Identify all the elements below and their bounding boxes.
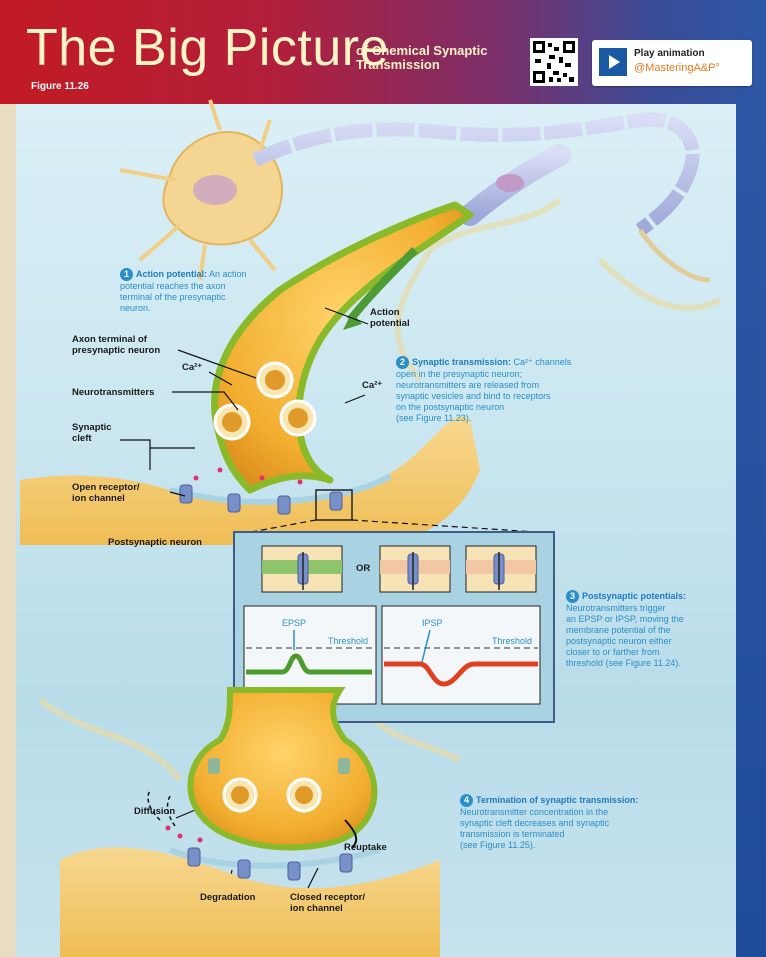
step-3-line-6: threshold (see Figure 11.24). (566, 658, 681, 668)
step-2-line-3: neurotransmitters are released from (396, 380, 539, 390)
step-3-line-3: membrane potential of the (566, 625, 671, 635)
label-threshold-epsp: Threshold (328, 636, 368, 646)
step-1-title: Action potential: (136, 269, 207, 279)
label-threshold-ipsp: Threshold (492, 636, 532, 646)
label-axon-terminal: Axon terminal of presynaptic neuron (72, 334, 160, 356)
step-4-line-3: transmission is terminated (460, 829, 565, 839)
step-2-line-6: (see Figure 11.23). (396, 413, 471, 423)
label-action-potential: Action potential (370, 307, 430, 329)
label-calcium-2: Ca²⁺ (362, 380, 382, 391)
label-neurotransmitters: Neurotransmitters (72, 387, 154, 398)
step-4-number: 4 (460, 794, 473, 807)
neuron-cell-body (120, 100, 282, 280)
label-calcium-1: Ca²⁺ (182, 362, 202, 373)
label-reuptake: Reuptake (344, 842, 387, 853)
step-3-number: 3 (566, 590, 579, 603)
label-ipsp: IPSP (422, 618, 443, 628)
label-synaptic-cleft-line-2: cleft (72, 433, 112, 444)
label-open-receptor: Open receptor/ ion channel (72, 482, 140, 504)
step-4-line-4: (see Figure 11.25). (460, 840, 535, 850)
step-4-line-2: synaptic cleft decreases and synaptic (460, 818, 609, 828)
step-4-title: Termination of synaptic transmission: (476, 795, 638, 805)
label-synaptic-cleft: Synaptic cleft (72, 422, 112, 444)
label-axon-terminal-line-2: presynaptic neuron (72, 345, 160, 356)
step-1-line-1: An action (207, 269, 247, 279)
label-synaptic-cleft-line-1: Synaptic (72, 422, 112, 433)
step-3-line-2: an EPSP or IPSP, moving the (566, 614, 684, 624)
step-3-title: Postsynaptic potentials: (582, 591, 686, 601)
label-open-receptor-line-2: ion channel (72, 493, 140, 504)
label-axon-terminal-line-1: Axon terminal of (72, 334, 160, 345)
step-3-line-5: closer to or farther from (566, 647, 660, 657)
step-2-line-5: on the postsynaptic neuron (396, 402, 504, 412)
step-2-line-4: synaptic vesicles and bind to receptors (396, 391, 551, 401)
label-epsp: EPSP (282, 618, 306, 628)
label-postsynaptic-neuron: Postsynaptic neuron (108, 537, 202, 548)
step-2-line-1: Ca²⁺ channels (511, 357, 571, 367)
step-1-number: 1 (120, 268, 133, 281)
step-2-number: 2 (396, 356, 409, 369)
label-closed-receptor-line-2: ion channel (290, 903, 365, 914)
label-open-receptor-line-1: Open receptor/ (72, 482, 140, 493)
label-diffusion: Diffusion (134, 806, 175, 817)
step-3-line-4: postsynaptic neuron either (566, 636, 672, 646)
step-1-line-3: terminal of the presynaptic (120, 292, 226, 302)
step-1-line-2: potential reaches the axon (120, 281, 226, 291)
step-2-title: Synaptic transmission: (412, 357, 511, 367)
label-or: OR (356, 563, 370, 574)
myelinated-axon (255, 119, 710, 280)
label-degradation: Degradation (200, 892, 255, 903)
label-closed-receptor: Closed receptor/ ion channel (290, 892, 365, 914)
step-4-line-1: Neurotransmitter concentration in the (460, 807, 608, 817)
step-3-line-1: Neurotransmitters trigger (566, 603, 666, 613)
step-2-line-2: open in the presynaptic neuron; (396, 369, 522, 379)
step-1-line-4: neuron. (120, 303, 151, 313)
label-closed-receptor-line-1: Closed receptor/ (290, 892, 365, 903)
